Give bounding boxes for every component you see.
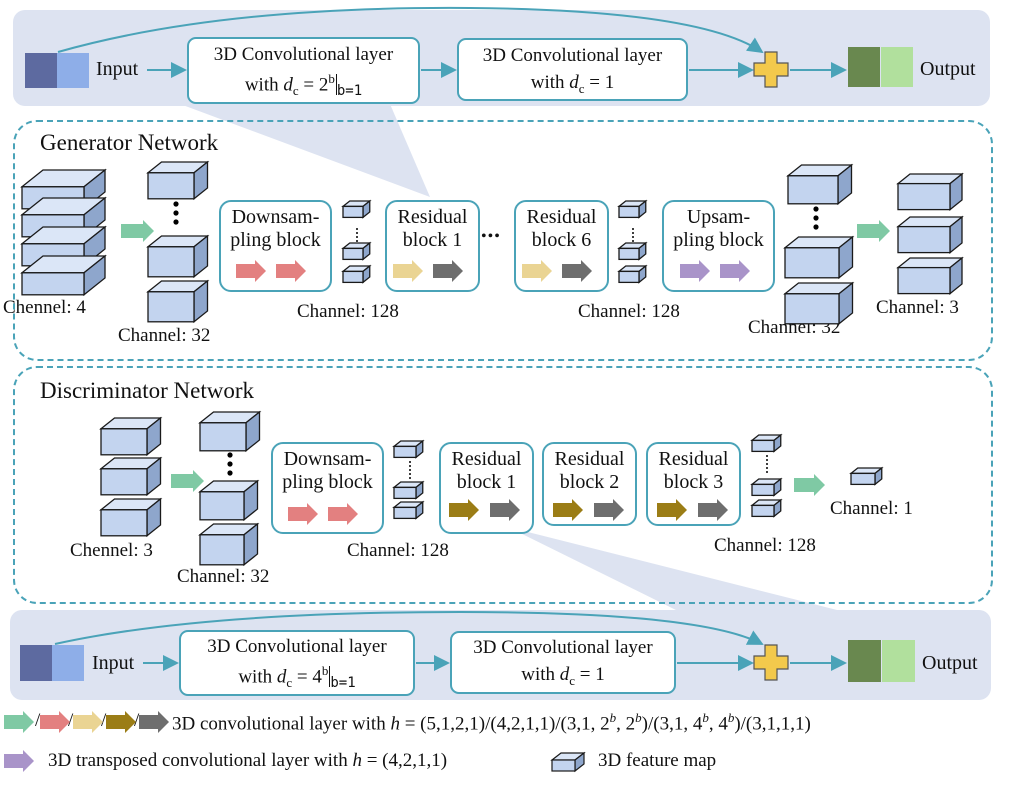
gen-channel-label: Channel: 128	[578, 301, 680, 322]
disc-channel-label: Channel: 1	[830, 498, 913, 519]
gen-channel-label: Channel: 3	[876, 297, 959, 318]
conv-layer-2b-box: 3D Convolutional layer with dc = 2bb=1	[187, 37, 420, 104]
conv-layer-title: 3D Convolutional layer	[482, 45, 663, 66]
output-label: Output	[920, 58, 976, 80]
input-feature-icon	[25, 53, 89, 88]
legend-conv-text: 3D convolutional layer with h = (5,1,2,1…	[172, 710, 811, 735]
disc-channel-label: Channel: 128	[714, 535, 816, 556]
conv-layer-dilation: with dc = 1	[521, 664, 605, 688]
bottom-panel-connectors	[54, 610, 847, 681]
gen-channel-label: Channel: 32	[118, 325, 211, 346]
conv-layer-1-box: 3D Convolutional layer with dc = 1	[457, 38, 688, 101]
gen-downsampling-block: Downsam-pling block	[219, 200, 332, 292]
generator-zoom-callout	[180, 104, 430, 197]
conv-layer-title: 3D Convolutional layer	[213, 44, 394, 65]
legend-arrow-swatches	[0, 700, 200, 786]
plus-icon	[753, 51, 789, 88]
disc-downsampling-block: Downsam-pling block	[271, 442, 384, 534]
conv-layer-title: 3D Convolutional layer	[207, 636, 387, 657]
conv-layer-title: 3D Convolutional layer	[473, 637, 653, 658]
legend-slash: /	[101, 710, 107, 731]
gen-channel-label: Channel: 128	[297, 301, 399, 322]
top-panel-connectors	[57, 6, 847, 88]
legend-slash: /	[68, 710, 74, 731]
discriminator-network-container	[13, 366, 993, 604]
output-feature-icon	[848, 47, 913, 87]
output-label: Output	[922, 652, 978, 674]
legend-slash: /	[134, 710, 140, 731]
input-feature-icon	[20, 645, 84, 681]
output-feature-icon	[848, 640, 915, 682]
conv-layer-dilation: with dc = 1	[530, 72, 615, 96]
conv-layer-dilation: with dc = 4bb=1	[238, 663, 356, 692]
input-label: Input	[96, 58, 139, 80]
legend-transposed-text: 3D transposed convolutional layer with h…	[48, 750, 448, 771]
generator-network-container	[13, 120, 993, 361]
disc-channel-label: Chennel: 3	[70, 540, 153, 561]
conv-layer-4b-box: 3D Convolutional layer with dc = 4bb=1	[179, 630, 415, 696]
skip-connection-arc	[57, 6, 764, 54]
skip-connection-arc	[54, 610, 764, 645]
gen-upsampling-block: Upsam-pling block	[662, 200, 775, 292]
generator-title: Generator Network	[40, 130, 219, 155]
legend-slash: /	[35, 710, 41, 731]
feature-map-icon	[550, 751, 586, 773]
input-label: Input	[92, 652, 135, 674]
gen-channel-label: Channel: 32	[748, 317, 841, 338]
plus-icon	[753, 644, 789, 681]
discriminator-title: Discriminator Network	[40, 378, 254, 403]
gen-channel-label: Chennel: 4	[3, 297, 86, 318]
conv-layer-1-box: 3D Convolutional layer with dc = 1	[450, 631, 676, 694]
conv-layer-dilation: with dc = 2bb=1	[244, 71, 363, 100]
disc-channel-label: Channel: 128	[347, 540, 449, 561]
disc-channel-label: Channel: 32	[177, 566, 270, 587]
gen-ellipsis: •••	[481, 228, 501, 245]
discriminator-zoom-callout	[508, 527, 845, 612]
legend-feature-map-text: 3D feature map	[598, 750, 717, 771]
